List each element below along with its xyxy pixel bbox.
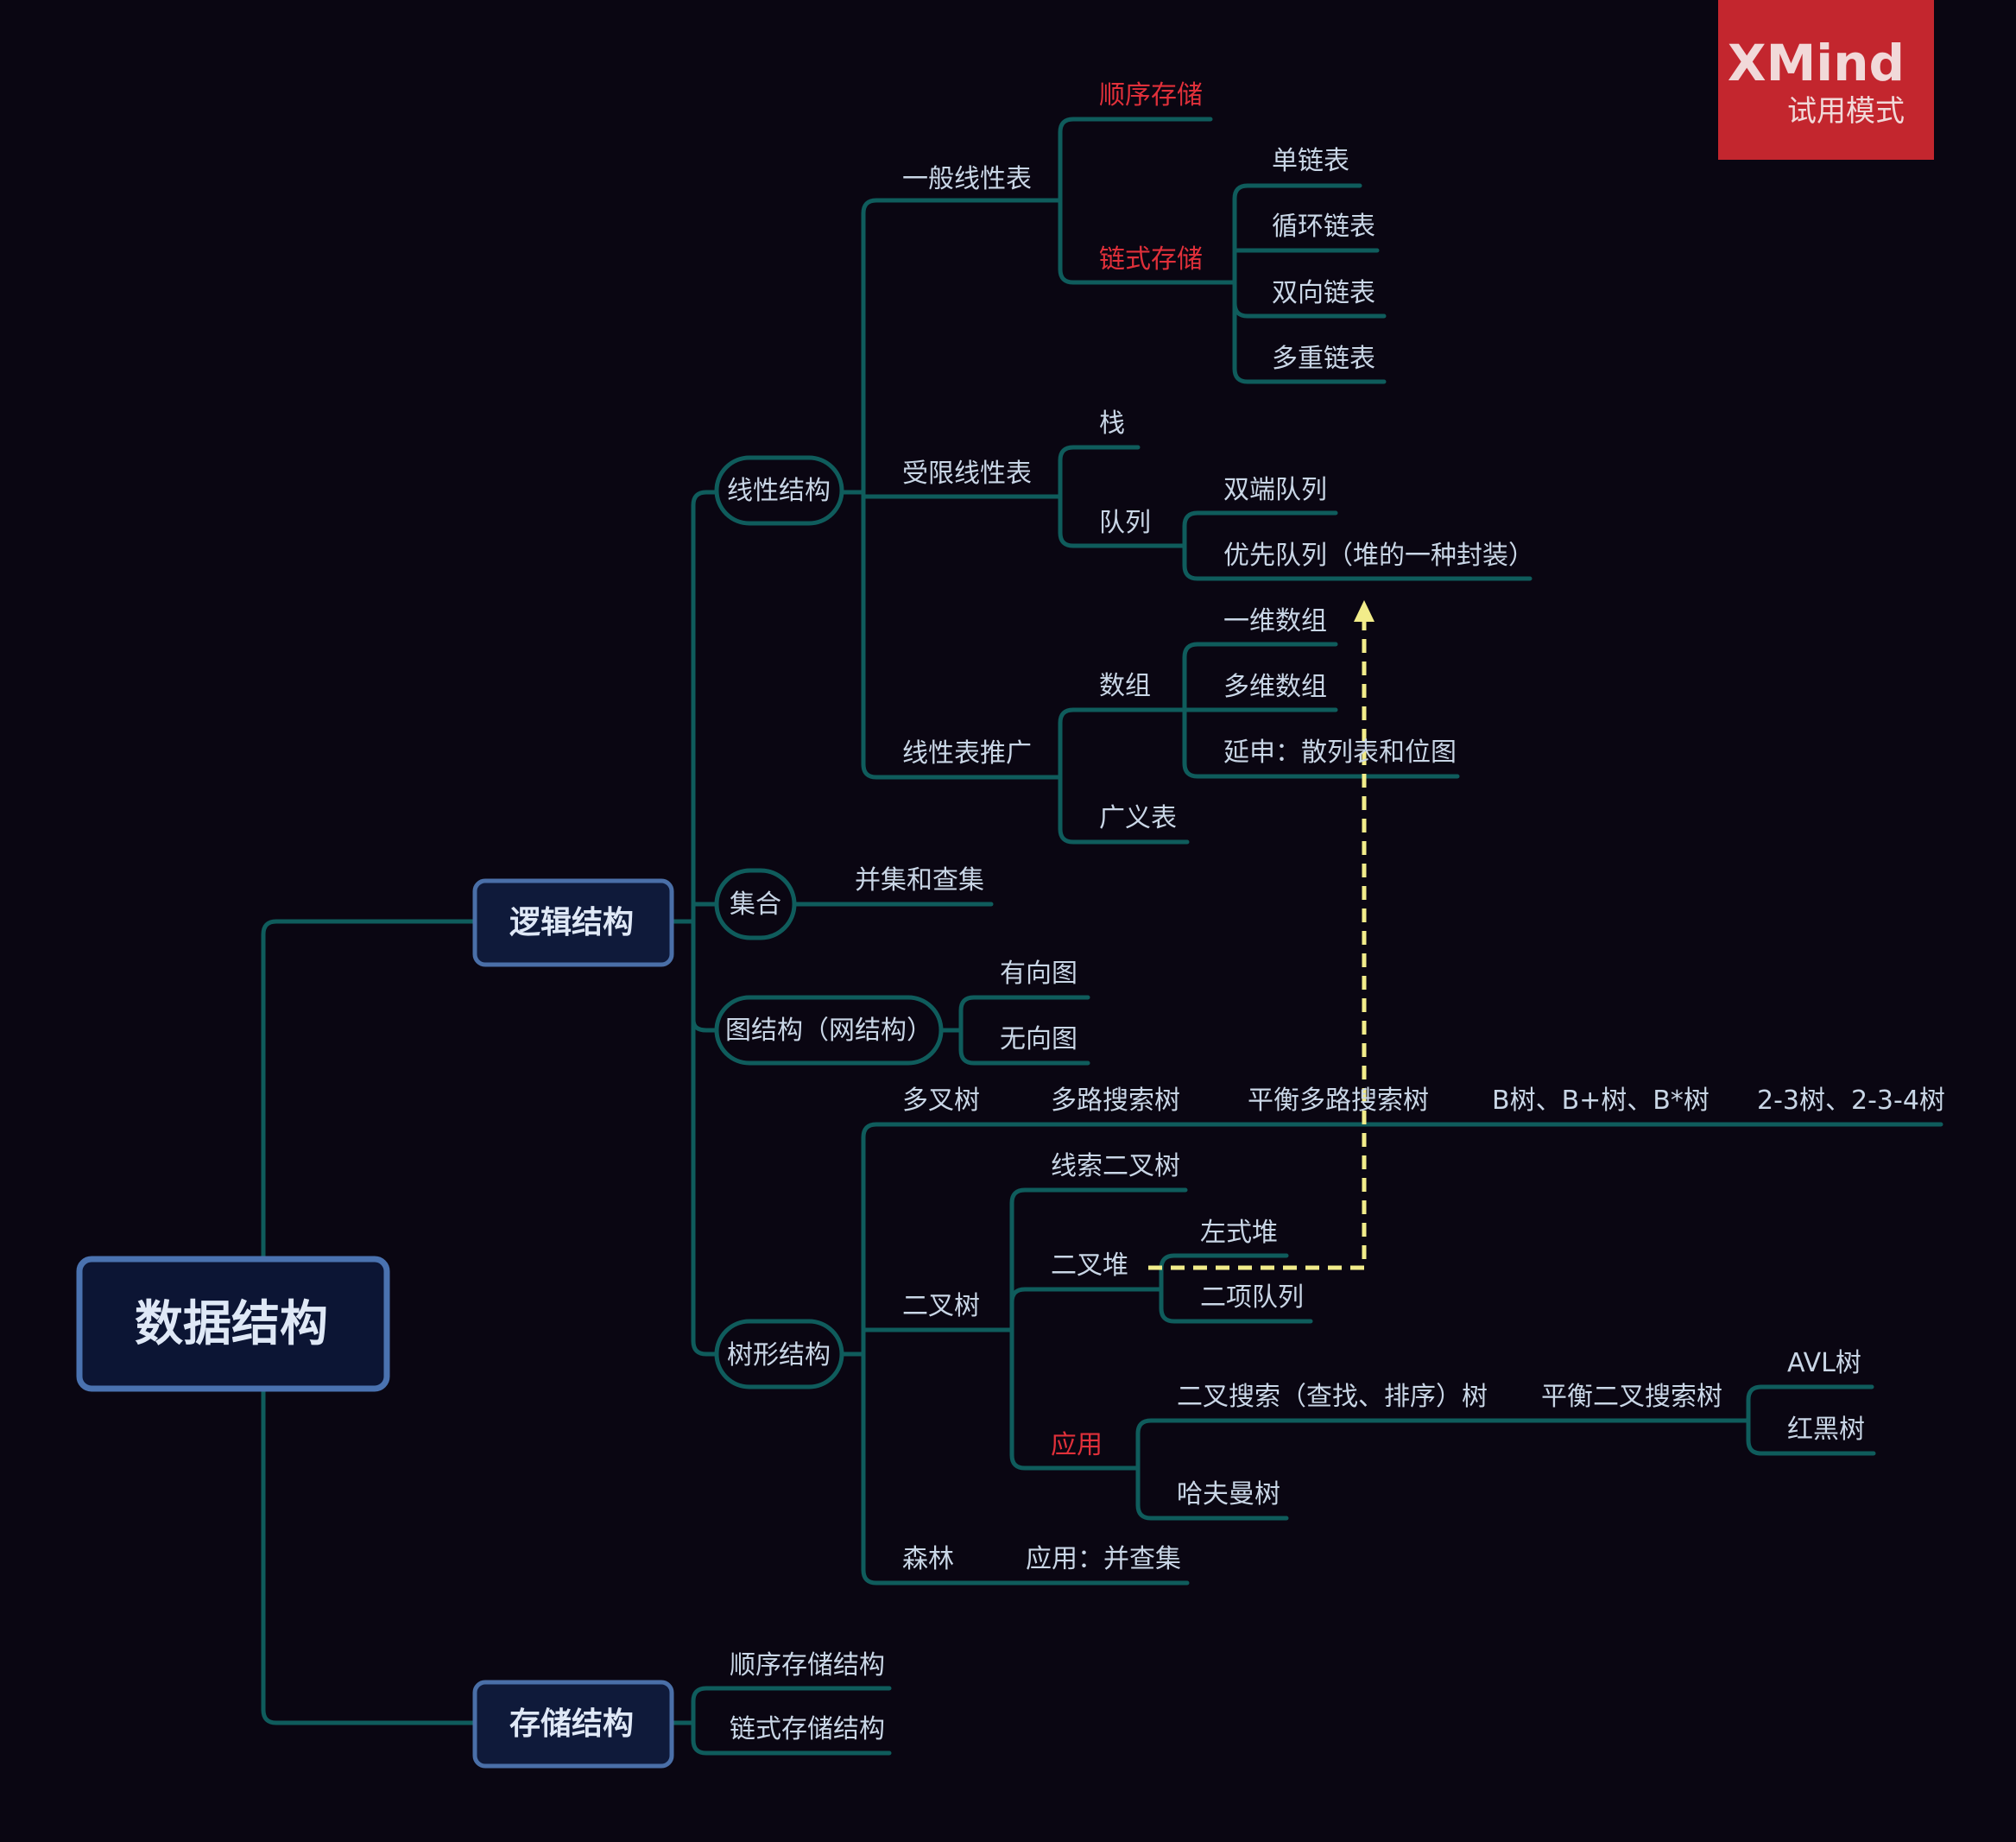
linked-storage-structure-label[interactable]: 链式存储结构 (730, 1714, 885, 1744)
multiway-tree-label[interactable]: 多叉树 (902, 1086, 980, 1116)
multi-linked-list-label[interactable]: 多重链表 (1272, 344, 1375, 374)
forest-label[interactable]: 森林 (902, 1544, 954, 1574)
huffman-tree-label[interactable]: 哈夫曼树 (1177, 1479, 1280, 1510)
binomial-queue-label[interactable]: 二项队列 (1200, 1282, 1304, 1313)
two-three-tree-label[interactable]: 2-3树、2-3-4树 (1757, 1086, 1945, 1116)
set-label[interactable]: 集合 (730, 889, 781, 920)
sequential-storage-label[interactable]: 顺序存储 (1099, 80, 1203, 111)
undirected-graph-label[interactable]: 无向图 (1000, 1024, 1078, 1054)
tree-structure-label[interactable]: 树形结构 (727, 1340, 831, 1370)
restricted-linear-list-label[interactable]: 受限线性表 (902, 459, 1032, 489)
hash-and-bitmap-label[interactable]: 延申：散列表和位图 (1223, 737, 1457, 768)
connectors (261, 117, 1943, 1756)
linear-structure-label[interactable]: 线性结构 (727, 476, 831, 506)
directed-graph-label[interactable]: 有向图 (1000, 959, 1078, 989)
red-black-tree-label[interactable]: 红黑树 (1787, 1415, 1865, 1445)
root-node[interactable] (76, 1256, 390, 1392)
relationship-arrow (1148, 600, 1375, 1270)
logic-subnodes (714, 455, 944, 1389)
multi-dim-array-label[interactable]: 多维数组 (1223, 672, 1327, 702)
linked-storage-label[interactable]: 链式存储 (1099, 244, 1203, 275)
doubly-linked-list-label[interactable]: 双向链表 (1272, 278, 1375, 308)
threaded-binary-tree-label[interactable]: 线索二叉树 (1051, 1151, 1180, 1181)
circular-linked-list-label[interactable]: 循环链表 (1272, 212, 1375, 242)
labels: 数据结构 逻辑结构 存储结构 线性结构 集合 图结构（网结构） 树形结构 一般线… (135, 80, 1945, 1744)
b-tree-family-label[interactable]: B树、B+树、B*树 (1492, 1086, 1709, 1116)
xmind-brand-text: XMind (1727, 34, 1905, 92)
priority-queue-label[interactable]: 优先队列（堆的一种封装） (1223, 541, 1534, 571)
union-find-label[interactable]: 并集和查集 (855, 865, 984, 896)
linear-list-extension-label[interactable]: 线性表推广 (902, 738, 1032, 769)
balanced-multiway-search-tree-label[interactable]: 平衡多路搜索树 (1248, 1086, 1429, 1116)
binary-heap-label[interactable]: 二叉堆 (1051, 1250, 1128, 1281)
generalized-list-label[interactable]: 广义表 (1099, 803, 1177, 833)
root-label[interactable]: 数据结构 (135, 1296, 328, 1352)
binary-tree-label[interactable]: 二叉树 (902, 1291, 980, 1321)
multiway-search-tree-label[interactable]: 多路搜索树 (1051, 1086, 1180, 1116)
balanced-bst-label[interactable]: 平衡二叉搜索树 (1541, 1382, 1722, 1412)
logic-structure-node[interactable] (472, 878, 674, 967)
storage-structure-label[interactable]: 存储结构 (509, 1706, 634, 1742)
leftist-heap-label[interactable]: 左式堆 (1200, 1218, 1278, 1248)
avl-tree-label[interactable]: AVL树 (1787, 1348, 1861, 1378)
trial-mode-text: 试用模式 (1787, 94, 1905, 129)
storage-structure-node[interactable] (472, 1680, 674, 1769)
binary-search-tree-label[interactable]: 二叉搜索（查找、排序）树 (1177, 1382, 1488, 1412)
logic-structure-label[interactable]: 逻辑结构 (509, 905, 634, 940)
trial-watermark-badge: XMind 试用模式 (1718, 0, 1934, 160)
array-label[interactable]: 数组 (1099, 671, 1151, 701)
singly-linked-list-label[interactable]: 单链表 (1272, 146, 1349, 176)
stack-label[interactable]: 栈 (1099, 408, 1125, 439)
tree-application-label[interactable]: 应用 (1051, 1430, 1103, 1460)
sequential-storage-structure-label[interactable]: 顺序存储结构 (730, 1650, 885, 1681)
forest-application-label[interactable]: 应用：并查集 (1026, 1544, 1181, 1574)
graph-structure-label[interactable]: 图结构（网结构） (725, 1016, 932, 1046)
queue-label[interactable]: 队列 (1099, 508, 1151, 538)
general-linear-list-label[interactable]: 一般线性表 (902, 164, 1032, 194)
deque-label[interactable]: 双端队列 (1223, 475, 1327, 505)
one-dim-array-label[interactable]: 一维数组 (1223, 606, 1327, 636)
